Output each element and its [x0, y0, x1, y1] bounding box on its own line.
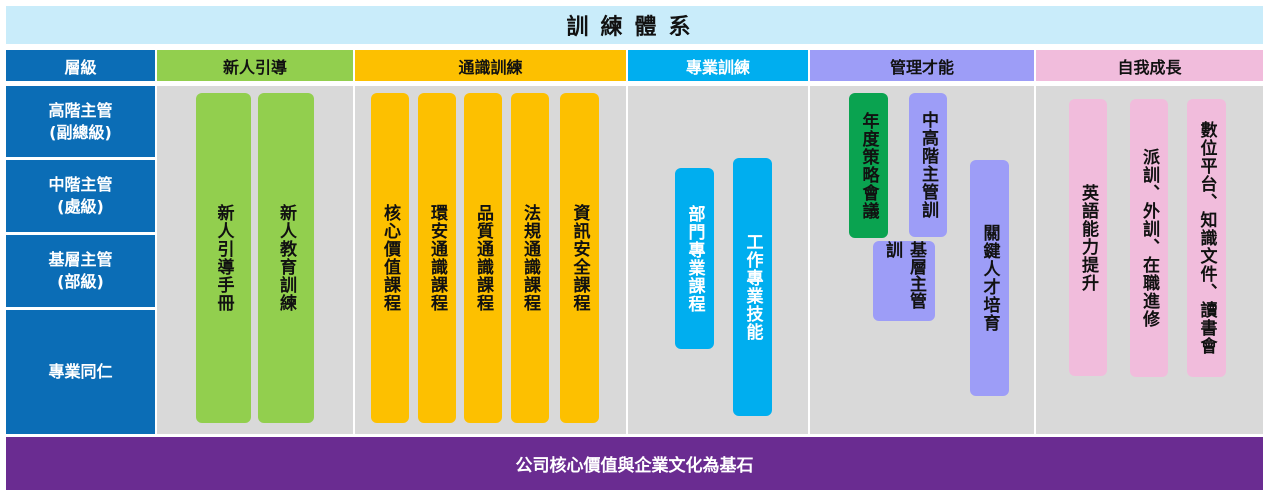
- legal-label: 法規通識課程: [520, 204, 540, 312]
- external-training-label: 派訓、外訓、在職進修: [1139, 148, 1159, 328]
- annual-strategy-label: 年度策略會議: [858, 111, 879, 220]
- orientation-education-bar: 新人教育訓練: [258, 93, 314, 423]
- level-title: 專業同仁: [48, 362, 113, 381]
- header-self-growth: 自我成長: [1036, 50, 1263, 81]
- level-subtitle: (副總級): [49, 122, 112, 142]
- infosec-bar: 資訊安全課程: [560, 93, 599, 423]
- basic-manager-label-line2: 主管訓: [882, 241, 926, 309]
- mid-senior-manager-label: 中高階主管訓: [918, 111, 938, 219]
- department-course-label: 部門專業課程: [684, 204, 705, 313]
- header-management: 管理才能: [810, 50, 1034, 81]
- header-general-training: 通識訓練: [355, 50, 626, 81]
- professional-training-panel: [628, 86, 808, 434]
- basic-manager-label-line1: 基層: [906, 241, 926, 275]
- diagram-title: 訓練體系: [6, 6, 1263, 44]
- mid-senior-manager-bar: 中高階主管訓: [909, 93, 947, 237]
- header-orientation: 新人引導: [157, 50, 353, 81]
- level-subtitle: (部級): [57, 272, 104, 291]
- orientation-panel: [157, 86, 353, 434]
- header-professional-training: 專業訓練: [628, 50, 808, 81]
- orientation-handbook-label: 新人引導手冊: [213, 204, 234, 312]
- env-safety-bar: 環安通識課程: [418, 93, 456, 423]
- key-talent-bar: 關鍵人才培育: [970, 160, 1009, 396]
- level-basic-manager: 基層主管 (部級): [6, 235, 155, 307]
- quality-label: 品質通識課程: [473, 204, 493, 312]
- department-course-bar: 部門專業課程: [675, 168, 714, 349]
- level-subtitle: (處級): [57, 197, 104, 216]
- level-middle-manager: 中階主管 (處級): [6, 160, 155, 232]
- core-values-bar: 核心價值課程: [371, 93, 409, 423]
- orientation-education-label: 新人教育訓練: [276, 204, 296, 312]
- level-title: 高階主管: [48, 100, 113, 120]
- orientation-handbook-bar: 新人引導手冊: [196, 93, 251, 423]
- english-bar: 英語能力提升: [1069, 99, 1107, 376]
- digital-platform-label: 數位平台、知識文件、讀書會: [1196, 121, 1217, 355]
- foundation-footer: 公司核心價值與企業文化為基石: [6, 437, 1263, 490]
- env-safety-label: 環安通識課程: [427, 204, 447, 312]
- core-values-label: 核心價值課程: [380, 204, 400, 312]
- quality-bar: 品質通識課程: [464, 93, 502, 423]
- basic-manager-label: 基層主管訓: [880, 241, 928, 321]
- english-label: 英語能力提升: [1078, 183, 1098, 292]
- digital-platform-bar: 數位平台、知識文件、讀書會: [1187, 99, 1226, 377]
- level-professional-staff: 專業同仁: [6, 310, 155, 434]
- level-senior-manager: 高階主管 (副總級): [6, 86, 155, 157]
- level-title: 基層主管: [48, 250, 113, 269]
- basic-manager-bar: 基層主管訓: [873, 241, 935, 321]
- external-training-bar: 派訓、外訓、在職進修: [1130, 99, 1168, 377]
- annual-strategy-bar: 年度策略會議: [849, 93, 888, 238]
- work-skills-bar: 工作專業技能: [733, 158, 772, 416]
- level-title: 中階主管: [48, 175, 113, 194]
- header-level: 層級: [6, 50, 155, 81]
- work-skills-label: 工作專業技能: [742, 233, 763, 341]
- infosec-label: 資訊安全課程: [569, 204, 590, 312]
- legal-bar: 法規通識課程: [511, 93, 549, 423]
- key-talent-label: 關鍵人才培育: [979, 224, 1000, 332]
